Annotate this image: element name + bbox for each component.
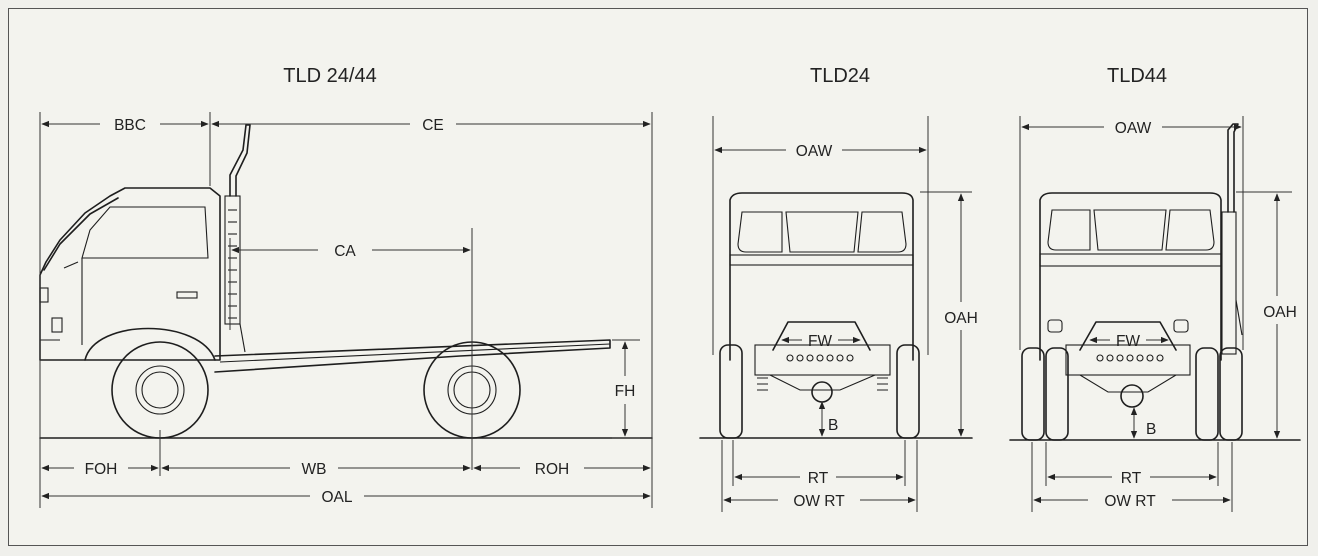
cab-window bbox=[81, 206, 209, 259]
label-roh: ROH bbox=[535, 461, 569, 478]
cab-tld44 bbox=[1039, 192, 1222, 361]
front-view-tld24 bbox=[699, 192, 973, 439]
wheel-left-outer-tld44 bbox=[1021, 347, 1045, 441]
label-ca: CA bbox=[334, 243, 356, 260]
label-wb: WB bbox=[302, 461, 327, 478]
label-fw-tld24: FW bbox=[808, 333, 832, 350]
cab-outline bbox=[39, 187, 221, 361]
wheel-right-outer-tld44 bbox=[1219, 347, 1243, 441]
front-view-tld44 bbox=[1009, 123, 1301, 441]
wheel-right-tld24 bbox=[896, 344, 920, 439]
cab-tld24 bbox=[729, 192, 914, 361]
label-fh: FH bbox=[615, 383, 636, 400]
title-tld24: TLD24 bbox=[810, 65, 870, 87]
title-side-view: TLD 24/44 bbox=[283, 65, 376, 87]
label-oah-tld24: OAH bbox=[944, 310, 978, 327]
windshield-tld44 bbox=[1047, 209, 1091, 251]
label-oaw-tld24: OAW bbox=[796, 143, 833, 160]
label-ce: CE bbox=[422, 117, 444, 134]
label-fw-tld44: FW bbox=[1116, 333, 1140, 350]
door-handle bbox=[176, 291, 198, 299]
tld44-dimensions: OAW OAH FW B RT OW RT bbox=[1019, 116, 1297, 512]
exhaust-stack bbox=[224, 124, 251, 353]
label-bbc: BBC bbox=[114, 117, 146, 134]
side-view-truck bbox=[39, 124, 653, 439]
wheel-left-inner-tld44 bbox=[1045, 347, 1069, 441]
label-owrt-tld24: OW RT bbox=[793, 493, 845, 510]
label-owrt-tld44: OW RT bbox=[1104, 493, 1156, 510]
wheel-right-inner-tld44 bbox=[1195, 347, 1219, 441]
front-wheel bbox=[111, 341, 209, 439]
label-b-tld24: B bbox=[828, 417, 838, 434]
side-dimensions: BBC CE CA FH FOH WB ROH OAL bbox=[39, 112, 653, 508]
title-tld44: TLD44 bbox=[1107, 65, 1167, 87]
label-oaw-tld44: OAW bbox=[1115, 120, 1152, 137]
wheel-left-tld24 bbox=[719, 344, 743, 439]
label-foh: FOH bbox=[85, 461, 118, 478]
label-rt-tld44: RT bbox=[1121, 470, 1142, 487]
tld24-dimensions: OAW OAH FW B RT OW RT bbox=[712, 116, 978, 512]
label-oal: OAL bbox=[321, 489, 352, 506]
windshield-tld24 bbox=[737, 211, 783, 253]
exhaust-stack-tld44 bbox=[1221, 123, 1243, 355]
frame-rail bbox=[214, 339, 611, 373]
label-rt-tld24: RT bbox=[808, 470, 829, 487]
label-oah-tld44: OAH bbox=[1263, 304, 1297, 321]
label-b-tld44: B bbox=[1146, 421, 1156, 438]
